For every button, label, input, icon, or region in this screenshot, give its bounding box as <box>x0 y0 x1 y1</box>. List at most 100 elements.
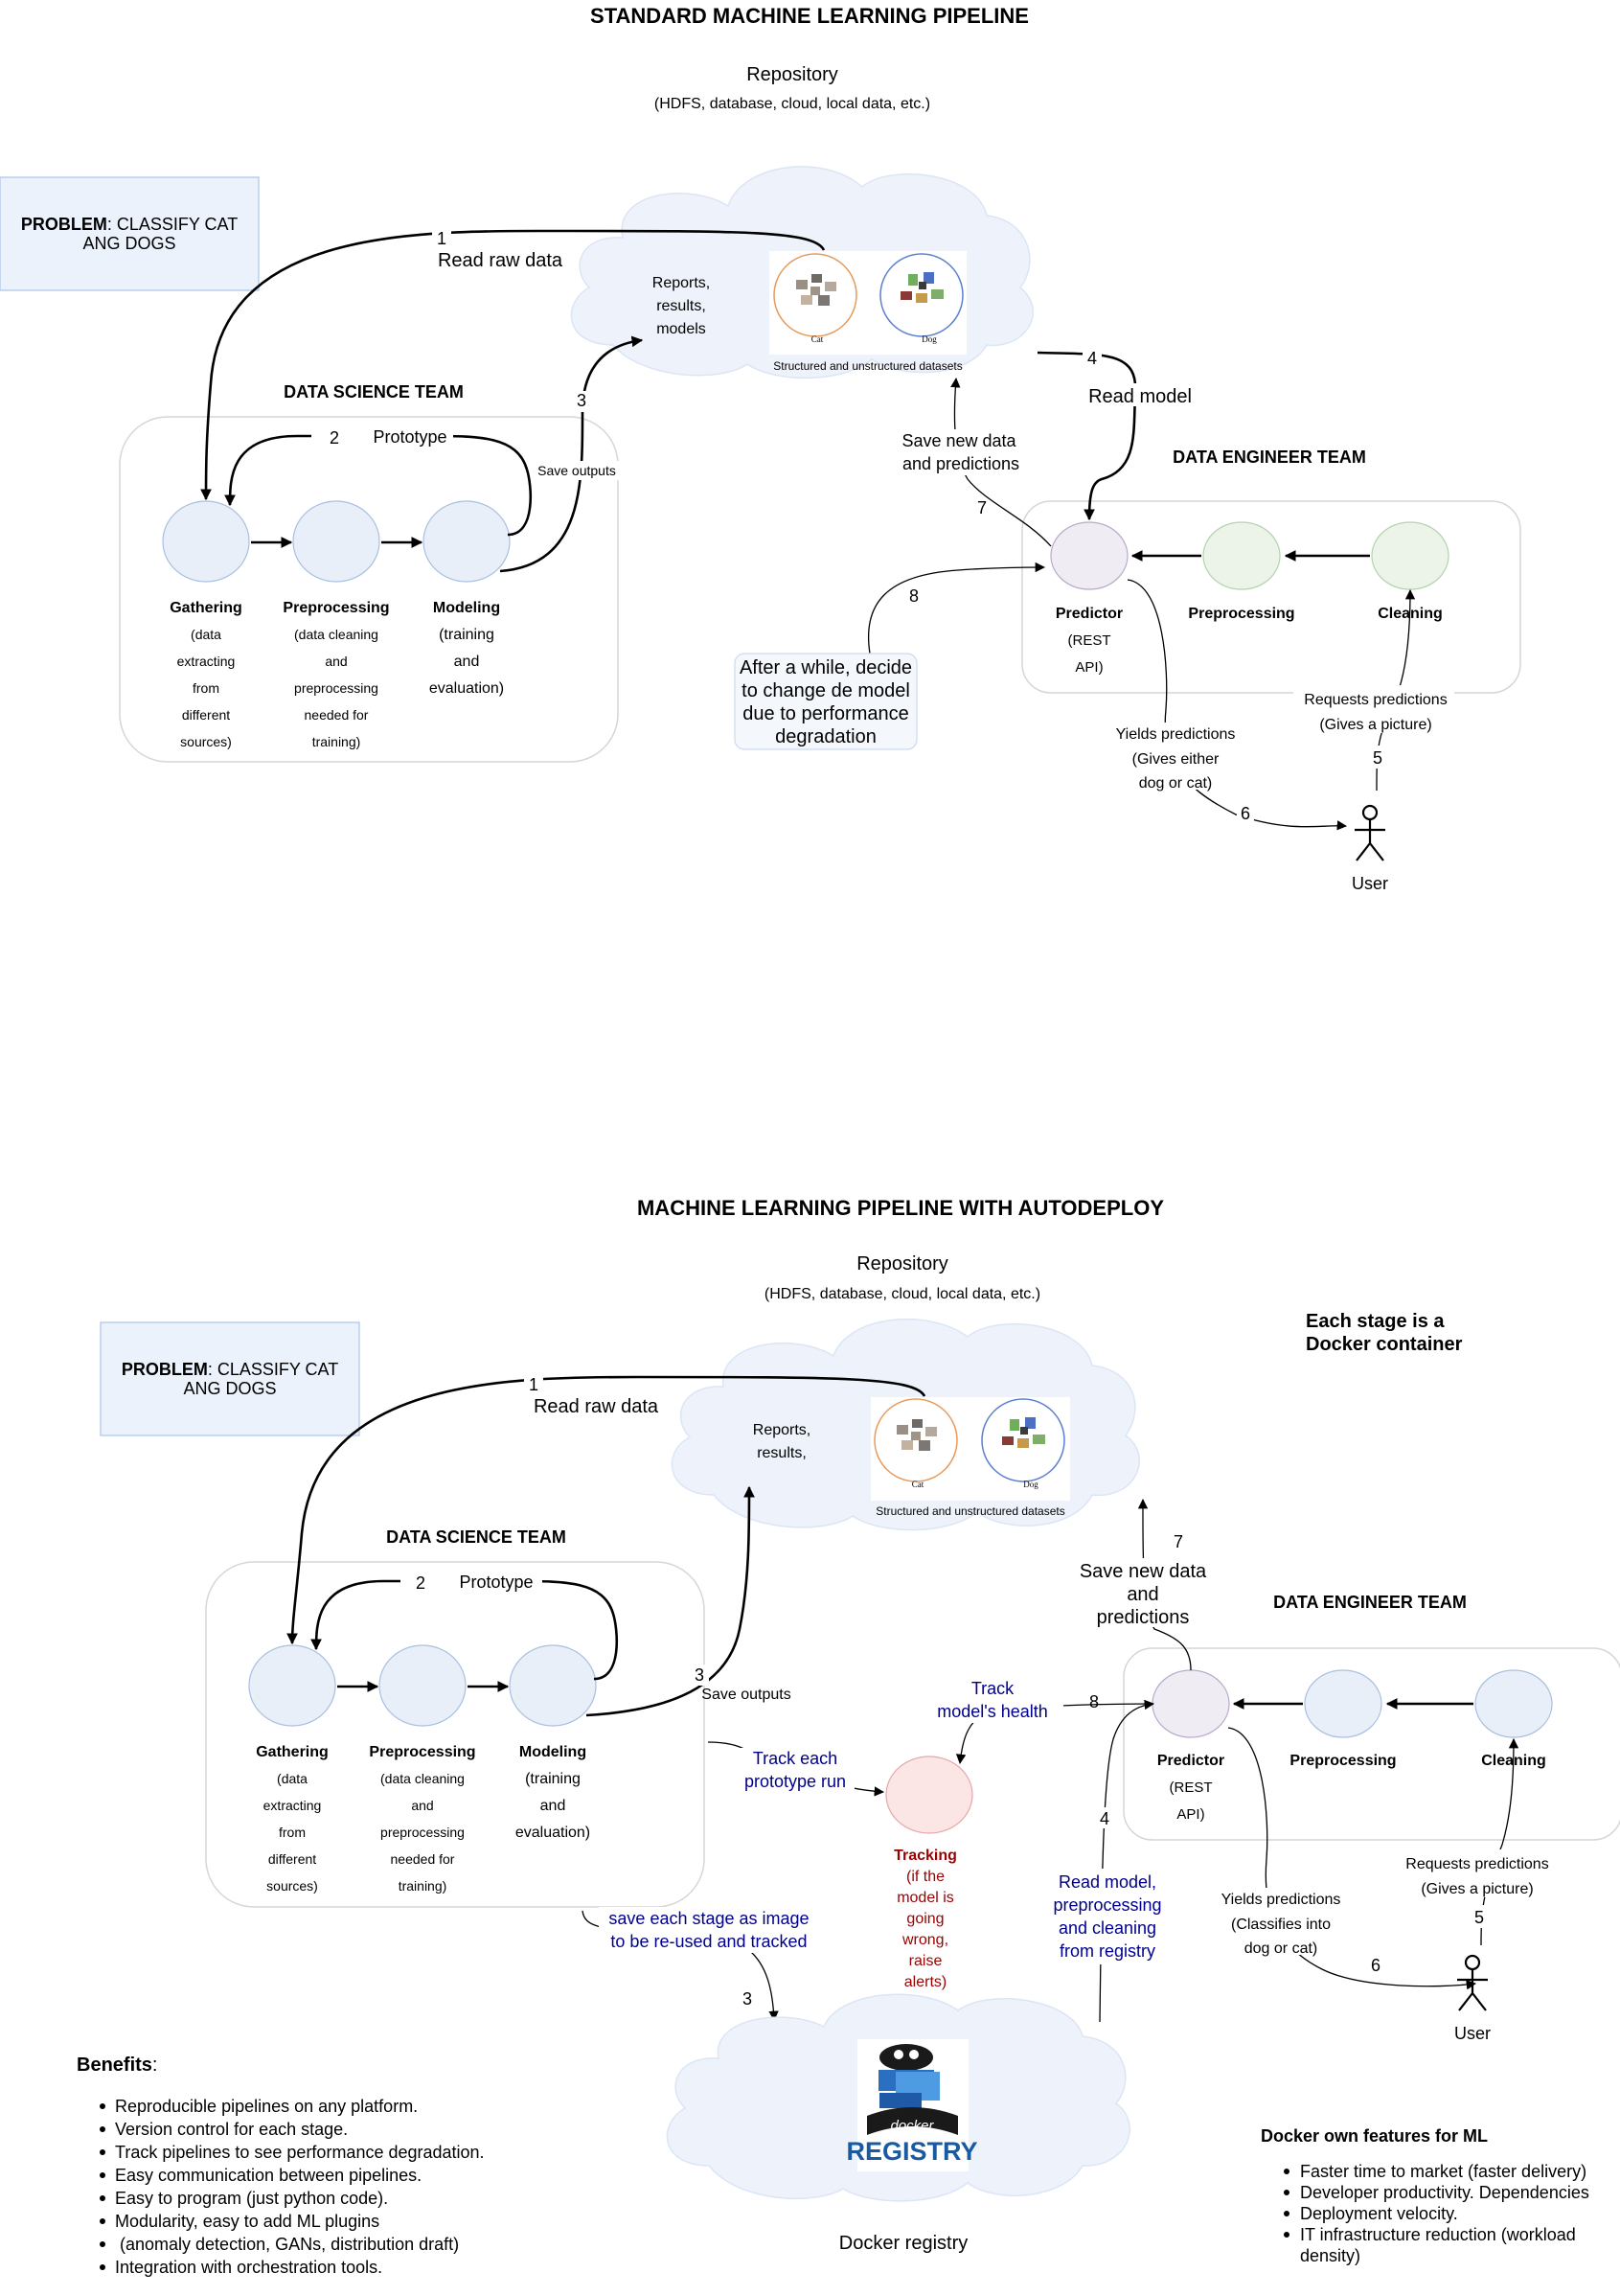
track-prototype-label-1: Track each <box>753 1749 837 1768</box>
svg-text:Preprocessing: Preprocessing <box>369 1744 475 1760</box>
benefit-item: Version control for each stage. <box>115 2120 348 2139</box>
step-1-label: 1 <box>437 229 446 248</box>
cat-label: Cat <box>811 334 824 344</box>
de-preprocessing-node[interactable] <box>1202 521 1281 590</box>
user-label: User <box>1352 874 1388 893</box>
modeling-node[interactable] <box>422 500 511 583</box>
svg-text:Each stage is a: Each stage is a <box>1306 1311 1445 1332</box>
svg-text:Gathering: Gathering <box>170 600 242 616</box>
ds-team2-box <box>205 1561 705 1908</box>
dog2-label: Dog <box>1023 1480 1038 1489</box>
svg-text:(data: (data <box>191 627 221 642</box>
svg-text:Reports,: Reports, <box>753 1422 810 1438</box>
benefit-item: Reproducible pipelines on any platform. <box>115 2097 418 2116</box>
benefit-item: Track pipelines to see performance degra… <box>115 2143 485 2162</box>
read-model-edge <box>1037 351 1137 521</box>
svg-text:(training: (training <box>525 1771 581 1787</box>
svg-text:results,: results, <box>656 298 706 314</box>
ds-team-label: DATA SCIENCE TEAM <box>284 382 464 402</box>
prototype2-edge <box>310 1579 619 1681</box>
read-registry-label-3: and cleaning <box>1059 1918 1156 1938</box>
feature-item: Developer productivity. Dependencies <box>1300 2183 1589 2202</box>
repository2-title: Repository <box>856 1253 948 1274</box>
svg-text:preprocessing: preprocessing <box>380 1825 465 1840</box>
read-model-label: Read model <box>1088 386 1192 407</box>
svg-text:(data cleaning: (data cleaning <box>380 1771 465 1786</box>
svg-text:raise: raise <box>909 1953 943 1969</box>
change-model-edge <box>868 562 1046 654</box>
reports-label: Reports, results, models <box>652 275 710 337</box>
save-outputs2-edge <box>585 1485 755 1717</box>
svg-text:(data: (data <box>277 1771 308 1786</box>
predictor-node[interactable] <box>1050 521 1129 590</box>
de-preprocessing2-label: Preprocessing <box>1289 1753 1396 1769</box>
svg-text:After a while, decide: After a while, decide <box>740 657 912 678</box>
preprocessing2-node[interactable] <box>378 1644 467 1727</box>
svg-text:Tracking: Tracking <box>894 1848 957 1864</box>
svg-text:needed for: needed for <box>305 707 369 723</box>
predictor-label: Predictor (REST API) <box>1056 606 1123 676</box>
de-preprocessing2-node[interactable] <box>1304 1669 1382 1738</box>
svg-text:from: from <box>193 680 219 696</box>
change-model-note: After a while, decide to change de model… <box>734 653 918 750</box>
save-new-data-edge <box>950 377 1052 547</box>
tracking-node[interactable] <box>885 1756 973 1834</box>
feature-item: Faster time to market (faster delivery) <box>1300 2162 1586 2181</box>
modeling2-node[interactable] <box>509 1644 597 1727</box>
cleaning2-node[interactable] <box>1474 1669 1553 1738</box>
svg-text:Predictor: Predictor <box>1056 606 1123 622</box>
cleaning-node[interactable] <box>1371 521 1449 590</box>
svg-text:Reports,: Reports, <box>652 275 710 291</box>
save-new-data2-label-3: predictions <box>1097 1607 1190 1628</box>
svg-text:preprocessing: preprocessing <box>294 680 378 696</box>
step-8-label: 8 <box>909 586 919 606</box>
svg-text:to change de model: to change de model <box>742 680 910 701</box>
svg-text:REGISTRY: REGISTRY <box>846 2137 977 2166</box>
save-new-data2-label-1: Save new data <box>1080 1561 1207 1582</box>
svg-text:Gathering: Gathering <box>256 1744 329 1760</box>
svg-text:Docker own features for ML: Docker own features for ML <box>1261 2126 1488 2146</box>
gathering-node[interactable] <box>162 500 250 583</box>
read-raw-data-edge <box>200 229 826 501</box>
predictor2-label: Predictor (REST API) <box>1157 1753 1224 1823</box>
svg-text:evaluation): evaluation) <box>515 1825 590 1841</box>
svg-text:and: and <box>540 1798 566 1814</box>
svg-text:and: and <box>411 1798 433 1813</box>
docker-registry-logo: docker REGISTRY <box>846 2039 978 2171</box>
benefit-item: Modularity, easy to add ML plugins <box>115 2212 379 2231</box>
predictor2-node[interactable] <box>1152 1669 1230 1738</box>
gathering2-node[interactable] <box>248 1644 336 1727</box>
datasets-image: Cat Dog Structured and unstructured data… <box>769 251 967 373</box>
svg-text:extracting: extracting <box>177 654 236 669</box>
svg-text:wrong,: wrong, <box>901 1932 948 1948</box>
read-registry-label-2: preprocessing <box>1053 1895 1161 1915</box>
docker-container-note: Each stage is a Docker container <box>1306 1311 1463 1355</box>
track-health-label-2: model's health <box>937 1702 1048 1721</box>
ds-team-box <box>119 416 619 763</box>
step2-7-label: 7 <box>1174 1532 1183 1551</box>
svg-text:training): training) <box>312 734 361 749</box>
yields2-label-2: (Classifies into <box>1231 1917 1331 1933</box>
cat2-label: Cat <box>912 1480 924 1489</box>
de-preprocessing-label: Preprocessing <box>1188 606 1294 622</box>
de-team-label: DATA ENGINEER TEAM <box>1173 448 1366 467</box>
user2-icon <box>1457 1954 1488 2011</box>
svg-text:degradation: degradation <box>775 726 877 747</box>
svg-text:Docker container: Docker container <box>1306 1334 1463 1355</box>
benefit-item: Integration with orchestration tools. <box>115 2258 382 2277</box>
save-outputs2-label: Save outputs <box>701 1687 790 1703</box>
svg-text:ANG DOGS: ANG DOGS <box>183 1379 276 1398</box>
benefit-item: Easy to program (just python code). <box>115 2189 388 2208</box>
save-stage-label-1: save each stage as image <box>608 1909 809 1928</box>
user2-label: User <box>1454 2024 1491 2043</box>
step2-4-label: 4 <box>1100 1809 1109 1828</box>
repository-title: Repository <box>746 64 838 85</box>
yields-label-3: dog or cat) <box>1139 775 1212 792</box>
repository2-subtitle: (HDFS, database, cloud, local data, etc.… <box>764 1286 1040 1302</box>
svg-text:and: and <box>325 654 347 669</box>
svg-text:sources): sources) <box>266 1878 318 1894</box>
preprocessing-node[interactable] <box>292 500 380 583</box>
step2-3a-label: 3 <box>695 1665 704 1685</box>
svg-text:results,: results, <box>757 1445 807 1461</box>
